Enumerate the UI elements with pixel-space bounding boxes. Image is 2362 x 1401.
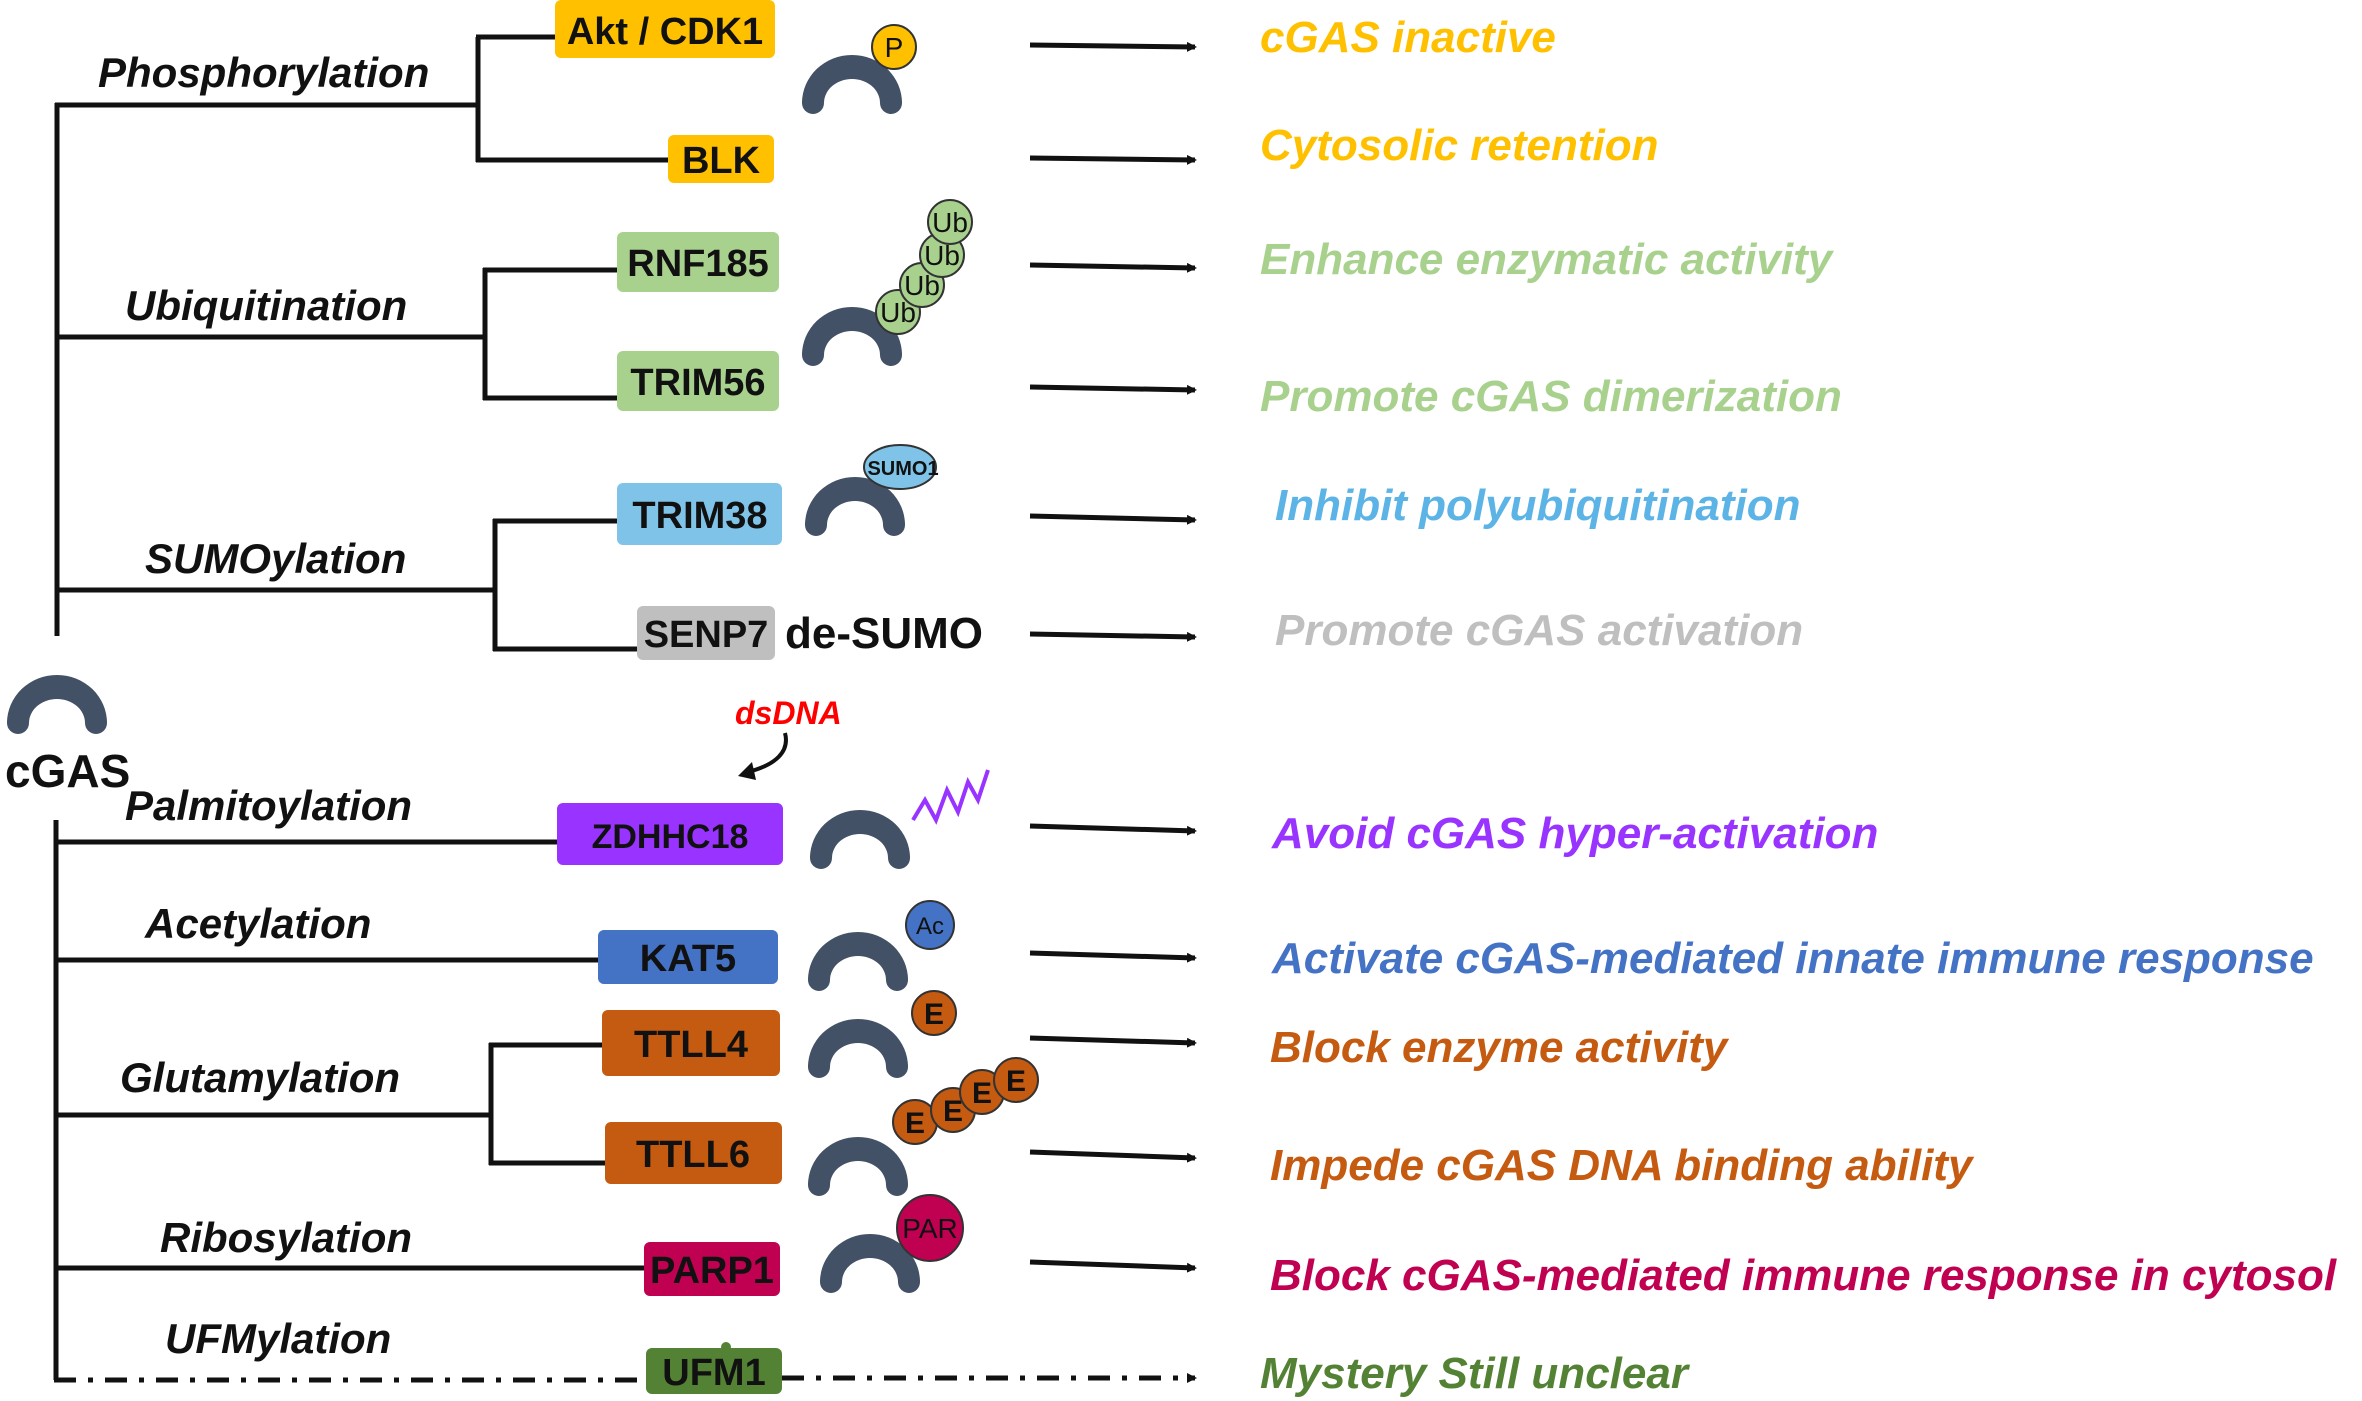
svg-text:E: E <box>905 1107 925 1140</box>
svg-text:PAR: PAR <box>902 1213 958 1244</box>
svg-text:E: E <box>972 1077 992 1110</box>
modified-cgas-icons: P Ub Ub Ub Ub SUMO1 Ac <box>802 24 1039 1293</box>
mod-phosphorylation: Phosphorylation <box>98 49 429 96</box>
glutamyl-tag-icon: E <box>911 990 957 1036</box>
cgas-palmitoyl-icon <box>810 810 910 869</box>
enzyme-zdhhc18: ZDHHC18 <box>557 803 783 865</box>
mod-ufmylation: UFMylation <box>165 1315 391 1362</box>
outcome-block-immune-cytosol: Block cGAS-mediated immune response in c… <box>1270 1251 2337 1300</box>
mod-sumoylation: SUMOylation <box>145 535 406 582</box>
svg-text:E: E <box>924 998 944 1031</box>
outcome-cytosolic-retention: Cytosolic retention <box>1260 121 1659 170</box>
svg-text:Ac: Ac <box>916 913 944 940</box>
enzyme-akt-cdk1: Akt / CDK1 <box>555 0 775 58</box>
par-tag-icon: PAR <box>896 1194 964 1262</box>
svg-text:RNF185: RNF185 <box>627 243 769 285</box>
enzyme-ufm1: UFM1 <box>646 1342 782 1394</box>
root-label: cGAS <box>5 745 130 797</box>
enzyme-ttll4: TTLL4 <box>602 1010 780 1076</box>
outcome-impede-dna-binding: Impede cGAS DNA binding ability <box>1270 1141 1975 1190</box>
svg-text:E: E <box>1006 1065 1026 1098</box>
enzyme-parp1: PARP1 <box>644 1242 780 1296</box>
root-cgas: cGAS <box>5 675 130 797</box>
enzyme-kat5: KAT5 <box>598 930 778 984</box>
svg-text:Ub: Ub <box>932 207 968 238</box>
enzyme-senp7: SENP7 <box>637 606 775 660</box>
cgas-glutamyl-ttll4-icon <box>808 1019 908 1078</box>
mod-ubiquitination: Ubiquitination <box>125 282 407 329</box>
modification-labels: Phosphorylation Ubiquitination SUMOylati… <box>98 49 429 1362</box>
outcome-promote-activation: Promote cGAS activation <box>1275 606 1803 655</box>
enzyme-trim38: TRIM38 <box>617 483 782 545</box>
mod-glutamylation: Glutamylation <box>120 1054 400 1101</box>
svg-text:TTLL6: TTLL6 <box>636 1134 750 1176</box>
outcome-inhibit-polyubiquitination: Inhibit polyubiquitination <box>1275 481 1800 530</box>
palmitoyl-chain-icon <box>911 769 990 825</box>
svg-text:TTLL4: TTLL4 <box>634 1024 748 1066</box>
dsdna-annotation: dsDNA <box>735 695 842 780</box>
cgas-glutamyl-ttll6-icon <box>808 1137 908 1196</box>
enzyme-trim56: TRIM56 <box>617 351 779 411</box>
svg-text:ZDHHC18: ZDHHC18 <box>592 818 749 856</box>
svg-text:SUMO1: SUMO1 <box>867 458 938 480</box>
svg-text:Akt / CDK1: Akt / CDK1 <box>567 11 763 53</box>
svg-text:SENP7: SENP7 <box>644 614 769 656</box>
svg-text:Ub: Ub <box>924 240 960 271</box>
mod-palmitoylation: Palmitoylation <box>125 782 412 829</box>
outcome-promote-dimerization: Promote cGAS dimerization <box>1260 372 1842 421</box>
acetyl-tag-icon: Ac <box>905 900 955 950</box>
phospho-tag-icon: P <box>871 24 917 70</box>
svg-text:P: P <box>885 32 904 63</box>
mod-ribosylation: Ribosylation <box>160 1214 412 1261</box>
dsdna-label: dsDNA <box>735 695 842 731</box>
outcome-arrows <box>1029 41 1197 1273</box>
outcome-enhance-enzymatic-activity: Enhance enzymatic activity <box>1260 235 1835 284</box>
ubiquitin-chain-icon: Ub Ub Ub Ub <box>875 199 973 335</box>
svg-text:BLK: BLK <box>682 140 761 182</box>
cgas-protein-icon <box>7 675 107 734</box>
svg-text:TRIM38: TRIM38 <box>632 495 767 537</box>
enzyme-ttll6: TTLL6 <box>605 1122 782 1184</box>
outcome-avoid-hyper-activation: Avoid cGAS hyper-activation <box>1271 809 1878 858</box>
sumo1-tag-icon: SUMO1 <box>863 444 939 490</box>
desumo-label: de-SUMO <box>785 609 983 658</box>
svg-text:PARP1: PARP1 <box>650 1250 774 1292</box>
svg-text:E: E <box>943 1095 963 1128</box>
enzyme-boxes: Akt / CDK1 BLK RNF185 TRIM56 TRIM38 SENP… <box>555 0 783 1394</box>
tree-lines <box>53 34 1197 1383</box>
mod-acetylation: Acetylation <box>144 900 371 947</box>
outcome-mystery-unclear: Mystery Still unclear <box>1260 1349 1691 1398</box>
svg-text:UFM1: UFM1 <box>662 1352 765 1394</box>
svg-text:KAT5: KAT5 <box>640 938 736 980</box>
enzyme-blk: BLK <box>668 135 774 183</box>
outcome-block-enzyme-activity: Block enzyme activity <box>1270 1023 1730 1072</box>
outcome-cgas-inactive: cGAS inactive <box>1260 13 1556 62</box>
cgas-acetyl-icon <box>808 932 908 991</box>
enzyme-rnf185: RNF185 <box>617 232 779 292</box>
svg-text:TRIM56: TRIM56 <box>630 362 765 404</box>
outcome-activate-innate-immune: Activate cGAS-mediated innate immune res… <box>1271 934 2314 983</box>
polyglutamyl-chain-icon: E E E E <box>892 1057 1039 1145</box>
outcome-texts: cGAS inactive Cytosolic retention Enhanc… <box>1260 13 2337 1398</box>
